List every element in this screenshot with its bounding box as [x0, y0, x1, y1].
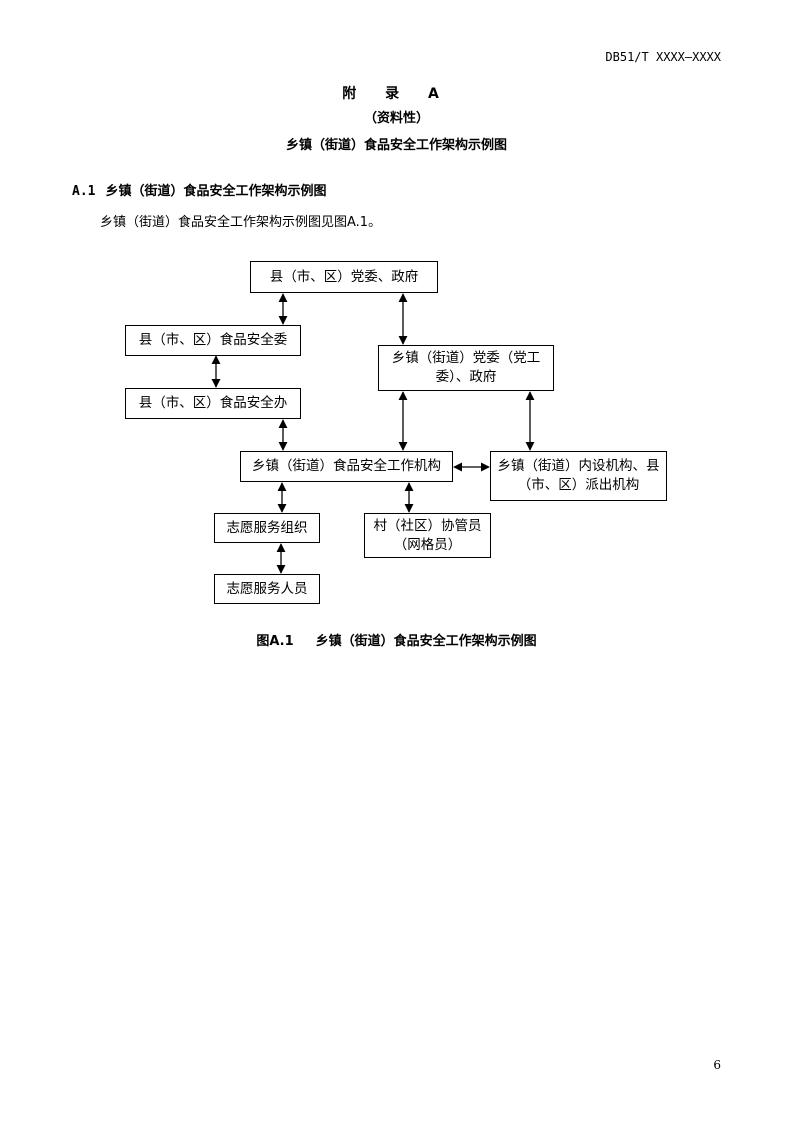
node-village-assistant: 村（社区）协管员（网格员） [364, 513, 491, 558]
node-county-food-office: 县（市、区）食品安全办 [125, 388, 301, 419]
node-town-party-gov: 乡镇（街道）党委（党工委）、政府 [378, 345, 554, 391]
page-number: 6 [713, 1058, 721, 1072]
node-county-food-committee: 县（市、区）食品安全委 [125, 325, 301, 356]
appendix-label: 附 录 A [342, 86, 451, 102]
appendix-title: 乡镇（街道）食品安全工作架构示例图 [285, 138, 507, 153]
figure-number: 图A.1 [256, 634, 294, 649]
node-county-party-gov: 县（市、区）党委、政府 [250, 261, 438, 293]
figure-caption: 图A.1 乡镇（街道）食品安全工作架构示例图 [0, 630, 793, 649]
section-heading-text: 乡镇（街道）食品安全工作架构示例图 [105, 184, 327, 199]
document-id: DB51/T XXXX—XXXX [605, 50, 721, 64]
section-body: 乡镇（街道）食品安全工作架构示例图见图A.1。 [100, 215, 382, 230]
node-town-internal-units: 乡镇（街道）内设机构、县（市、区）派出机构 [490, 451, 667, 501]
node-volunteer-org: 志愿服务组织 [214, 513, 320, 543]
section-number: A.1 [72, 184, 96, 199]
node-town-food-agency: 乡镇（街道）食品安全工作机构 [240, 451, 453, 482]
node-volunteer-staff: 志愿服务人员 [214, 574, 320, 604]
appendix-nature: （资料性） [363, 111, 429, 126]
figure-caption-text: 乡镇（街道）食品安全工作架构示例图 [315, 634, 537, 649]
section-heading: A.1 乡镇（街道）食品安全工作架构示例图 [72, 180, 327, 199]
